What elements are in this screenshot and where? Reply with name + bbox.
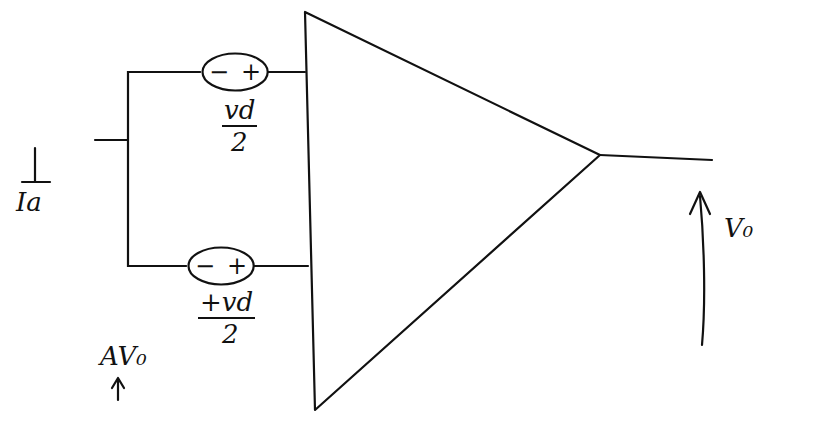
voltage-source: −+ (187, 246, 255, 286)
output-voltage-arrow (700, 196, 704, 345)
top-input-wire (266, 71, 305, 73)
op-amp-triangle (305, 12, 600, 410)
small-arrow (112, 378, 124, 400)
signal-label: +vd (198, 288, 255, 319)
signal-label: 2 (220, 320, 241, 349)
signal-label: vd (222, 96, 257, 127)
ground-bar (22, 181, 50, 183)
output-wire (600, 155, 712, 160)
ground-stem (34, 148, 36, 182)
polarity-sign: + (241, 60, 261, 84)
polarity-sign: − (195, 254, 215, 278)
voltage-source: −+ (201, 52, 269, 92)
polarity-sign: − (209, 60, 229, 84)
wire (128, 72, 201, 266)
signal-label: AV₀ (98, 342, 149, 371)
signal-label: V₀ (722, 214, 755, 243)
polarity-sign: + (227, 254, 247, 278)
signal-label: 2 (229, 128, 250, 157)
signal-label: Ia (14, 188, 44, 217)
bottom-input-wire (254, 265, 308, 267)
arrow-head (690, 192, 710, 214)
input-wire (95, 139, 128, 141)
